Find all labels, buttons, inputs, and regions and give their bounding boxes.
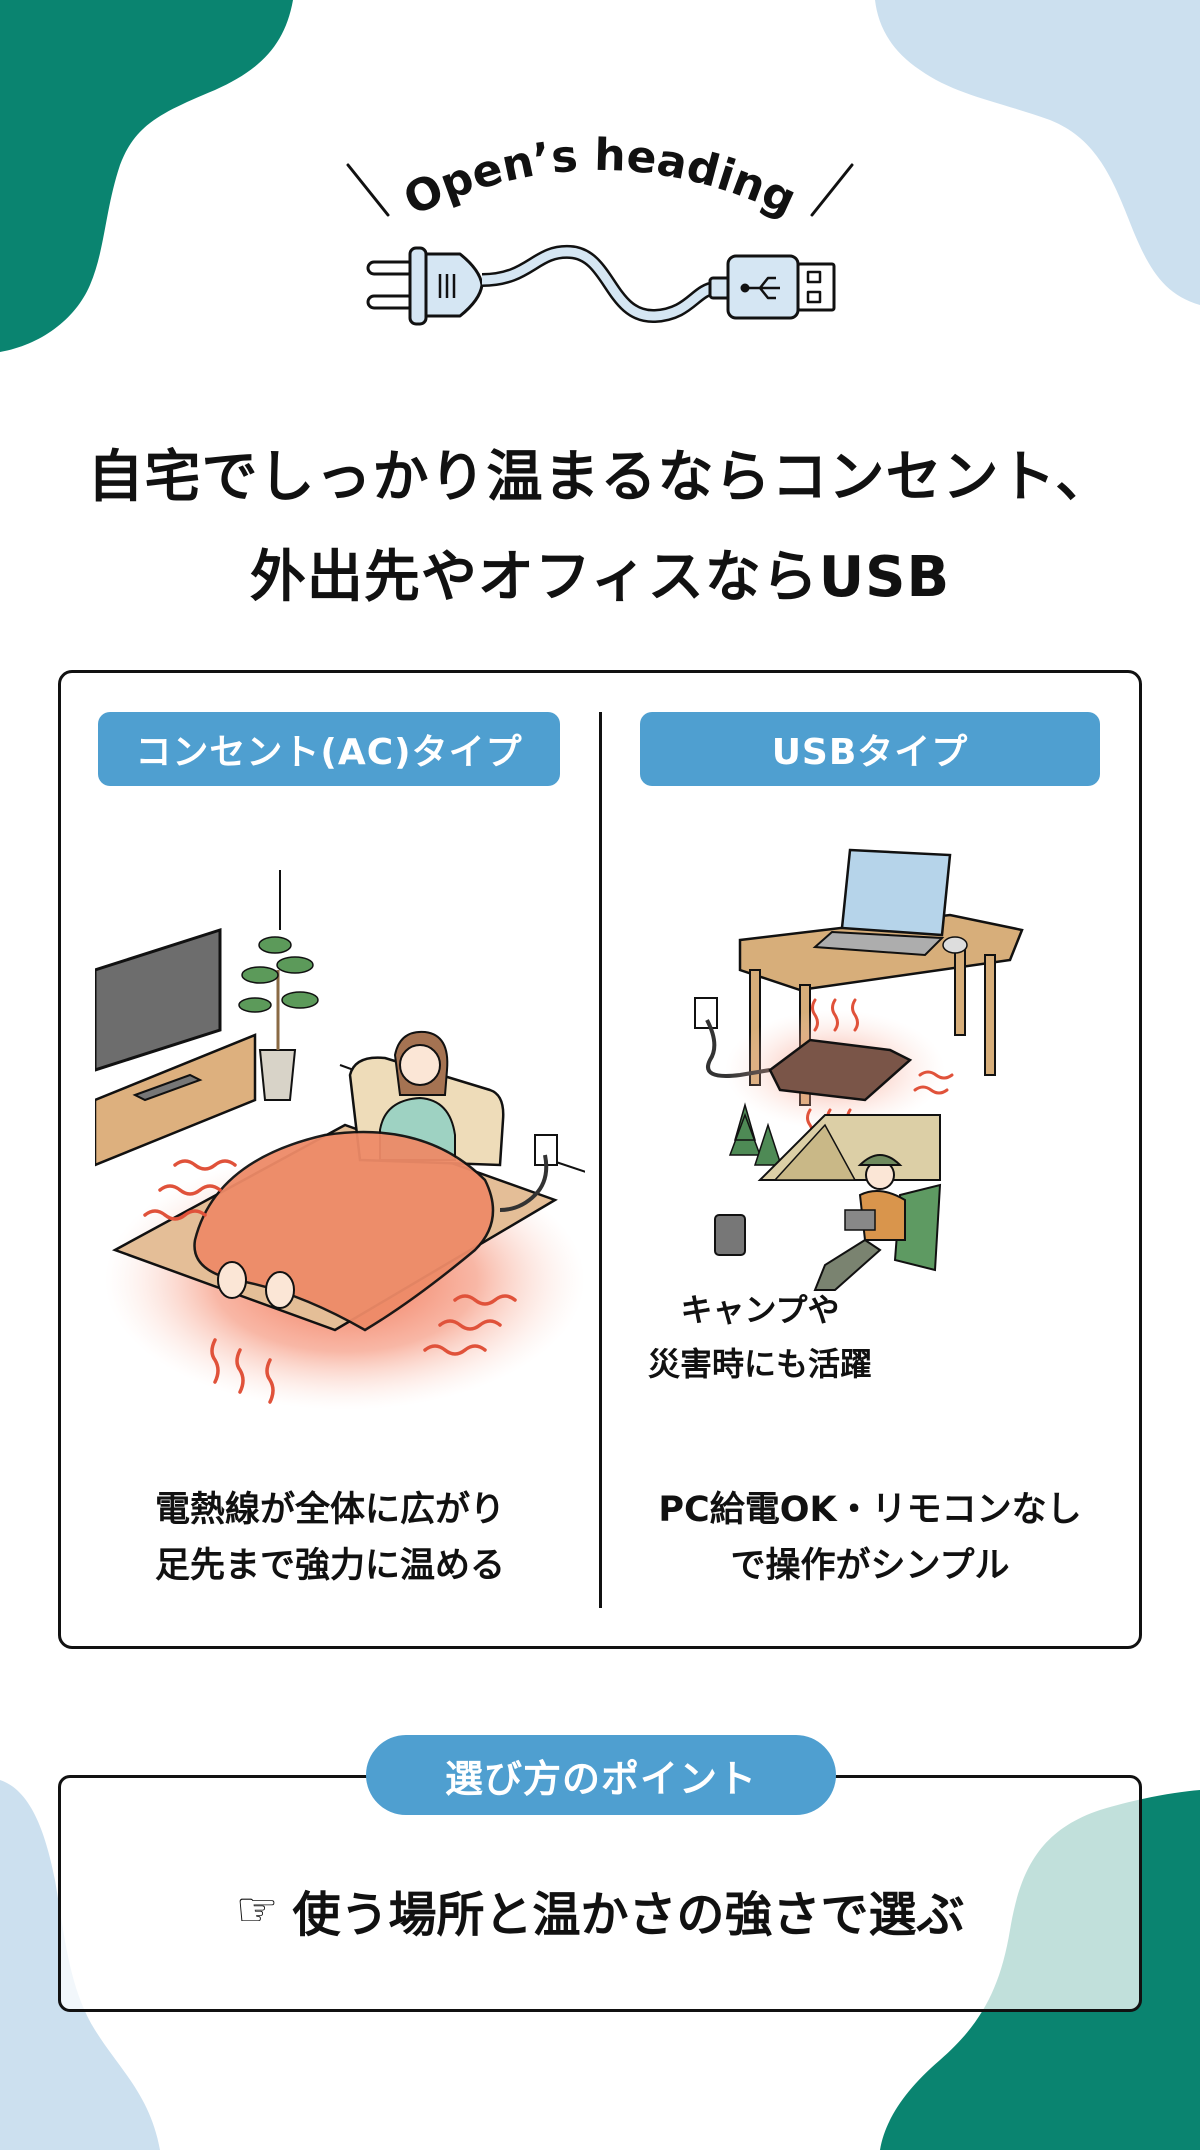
power-cord xyxy=(499,1154,549,1212)
plant-icon xyxy=(238,936,319,1101)
usb-scene-illustration xyxy=(694,848,1024,1291)
tree-icon xyxy=(753,1122,783,1166)
column-divider xyxy=(599,712,602,1608)
selection-point-label: 選び方のポイント xyxy=(366,1735,836,1815)
blue-blob-top-right xyxy=(875,0,1200,305)
laptop-icon xyxy=(812,848,952,957)
page-title-line-2: 外出先やオフィスならUSB xyxy=(249,545,951,610)
ac-type-label: コンセント(AC)タイプ xyxy=(98,712,560,786)
heat-wave-icons xyxy=(143,1159,517,1404)
ac-room-illustration xyxy=(95,870,585,1410)
heated-cushion-icon xyxy=(768,1038,913,1102)
camping-scene xyxy=(714,1102,942,1291)
selection-point-text: ☞ 使う場所と温かさの強さで選ぶ xyxy=(235,1882,965,1943)
left-slash-decoration xyxy=(346,163,390,217)
tablet-icon xyxy=(844,1209,876,1231)
green-blob-top-left xyxy=(0,0,293,352)
foot xyxy=(265,1271,295,1309)
wall-outlet-icon xyxy=(694,997,718,1029)
page-title-line-1: 自宅でしっかり温まるならコンセント、 xyxy=(87,445,1113,510)
plug-to-usb-cable-icon xyxy=(366,244,836,326)
tv-stand-icon xyxy=(95,927,257,1167)
mouse-icon xyxy=(942,936,968,954)
usb-type-label: USBタイプ xyxy=(640,712,1100,786)
tv-icon xyxy=(95,927,222,1072)
right-slash-decoration xyxy=(810,163,854,217)
pointing-hand-icon: ☞ xyxy=(235,1882,279,1938)
tree-icon xyxy=(728,1102,762,1156)
ac-caption: 電熱線が全体に広がり 足先まで強力に温める xyxy=(154,1490,505,1586)
arc-heading: Open’s heading xyxy=(346,130,854,226)
usb-caption: PC給電OK・リモコンなし で操作がシンプル xyxy=(658,1490,1082,1586)
battery-icon xyxy=(714,1214,746,1256)
usb-side-note: キャンプや 災害時にも活躍 xyxy=(647,1291,872,1383)
svg-text:Open’s heading: Open’s heading xyxy=(396,130,803,226)
blue-blob-bottom-left xyxy=(0,1780,160,2150)
foot xyxy=(217,1261,247,1299)
